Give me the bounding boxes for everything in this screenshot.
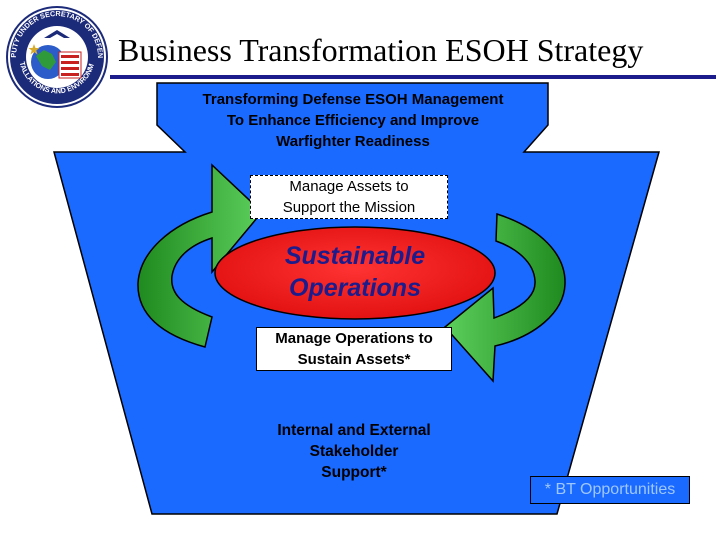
stakeholder-line: Stakeholder <box>309 443 399 460</box>
left-cycle-arrow <box>137 163 264 348</box>
bt-opportunities-footnote: * BT Opportunities <box>530 476 690 504</box>
stakeholder-line: Internal and External <box>277 422 431 439</box>
center-line: Operations <box>289 274 421 302</box>
dusd-ie-seal-logo: DEPUTY UNDER SECRETARY OF DEFENSE INSTAL… <box>4 4 108 108</box>
manage-operations-line: Sustain Assets* <box>297 351 411 368</box>
top-statement-line: To Enhance Efficiency and Improve <box>226 112 480 129</box>
title-underline <box>110 75 716 79</box>
stakeholder-support-text: Internal and External Stakeholder Suppor… <box>244 420 464 483</box>
manage-assets-box: Manage Assets to Support the Mission <box>250 175 448 219</box>
page-title: Business Transformation ESOH Strategy <box>118 32 644 68</box>
sustainable-operations-ellipse <box>214 226 496 320</box>
manage-operations-box: Manage Operations to Sustain Assets* <box>256 327 452 371</box>
top-statement: Transforming Defense ESOH Management To … <box>160 89 546 152</box>
center-line: Sustainable <box>284 242 426 270</box>
stakeholder-line: Support* <box>321 464 387 481</box>
top-statement-line: Transforming Defense ESOH Management <box>202 91 504 108</box>
manage-assets-line: Support the Mission <box>282 199 416 216</box>
sustainable-operations-label: Sustainable Operations <box>220 240 490 304</box>
top-statement-line: Warfighter Readiness <box>276 133 430 150</box>
manage-assets-line: Manage Assets to <box>289 178 409 195</box>
manage-operations-line: Manage Operations to <box>275 330 433 347</box>
right-cycle-arrow <box>443 212 566 383</box>
